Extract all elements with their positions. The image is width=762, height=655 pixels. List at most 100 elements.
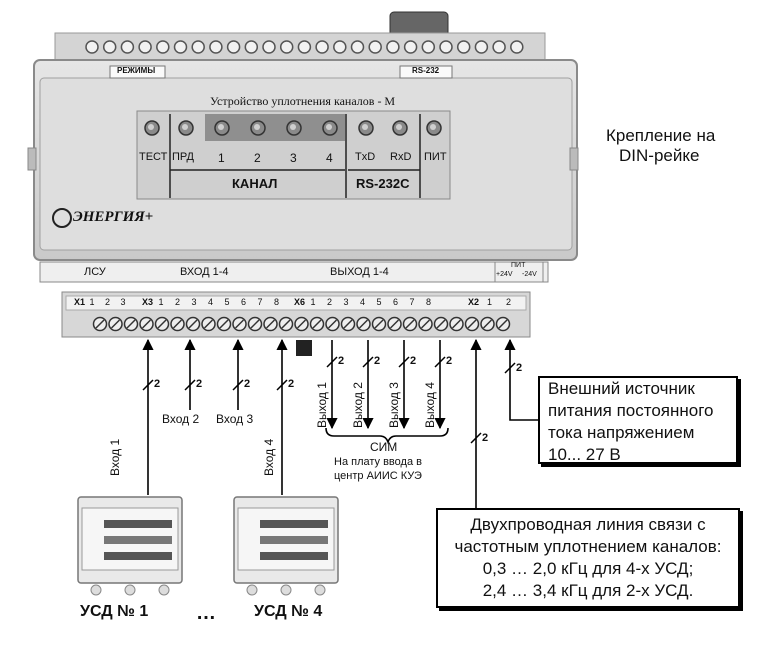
top-screw — [85, 40, 99, 54]
terminal-number: 4 — [208, 297, 214, 307]
screw-slot — [389, 319, 400, 329]
din-latch — [296, 340, 312, 356]
screw-slot — [482, 319, 493, 329]
top-screw — [386, 40, 400, 54]
top-screw — [138, 40, 152, 54]
sim-target-line-1: На плату ввода в — [334, 456, 422, 468]
sim-label: СИМ — [370, 440, 398, 454]
terminal-number: 1 — [487, 297, 493, 307]
screw-slot — [374, 319, 384, 329]
line-box-line-1: Двухпроводная линия связи с — [470, 515, 706, 534]
wire-tick — [362, 356, 374, 368]
line-box-line-4: 2,4 … 3,4 кГц для 2-х УСД. — [482, 581, 694, 600]
top-screw — [173, 40, 188, 54]
screw-slot — [281, 319, 291, 329]
wire-count-output-4: 2 — [446, 355, 453, 367]
screw-slot — [126, 319, 136, 329]
wire-count-output-2: 2 — [374, 355, 381, 367]
top-screw — [439, 40, 453, 54]
terminal-number: 3 — [191, 297, 197, 307]
screw-slot — [95, 319, 105, 329]
wire-tick — [434, 356, 446, 368]
terminal-number: 2 — [105, 297, 111, 307]
top-label-right-box — [399, 65, 453, 79]
wire-tick — [276, 379, 288, 391]
left-clip — [27, 147, 37, 171]
terminal-number: 3 — [343, 297, 349, 307]
usd-device-4 — [233, 496, 339, 596]
wire-count-input-2: 2 — [196, 378, 203, 390]
terminal-label-pit: ПИТ — [511, 262, 526, 269]
led-highlight — [182, 124, 188, 130]
terminal-number: X6 — [294, 297, 306, 307]
top-screw — [226, 40, 241, 54]
top-screw — [456, 40, 471, 54]
led-highlight — [290, 124, 296, 130]
screw-slot — [498, 319, 508, 329]
top-screw — [156, 40, 170, 54]
terminal-number: 8 — [426, 297, 432, 307]
mount-note-line-1: Крепление на — [606, 126, 716, 145]
wire-tick — [184, 379, 196, 391]
screw-slot — [188, 319, 198, 329]
led-label-txd: TxD — [355, 151, 376, 163]
screw-slot — [110, 319, 121, 329]
screw-slot — [451, 319, 462, 329]
screw-slot — [296, 319, 307, 329]
led-label-test: ТЕСТ — [139, 151, 168, 163]
screw-slot — [312, 319, 322, 329]
screw-slot — [141, 319, 152, 329]
terminal-number: 7 — [409, 297, 415, 307]
led-label-rxd: RxD — [390, 151, 412, 163]
mount-note-line-2: DIN-рейке — [619, 146, 700, 165]
wire-count-input-3: 2 — [244, 378, 251, 390]
power-box-line-1: Внешний источник — [548, 379, 695, 398]
output-label-3: Выход 3 — [387, 382, 401, 428]
wire-tick — [398, 356, 410, 368]
power-label-box — [494, 261, 544, 283]
screw-slot — [157, 319, 167, 329]
logo-text: ЭНЕРГИЯ+ — [73, 209, 154, 225]
screw-slot — [436, 319, 446, 329]
top-screw — [350, 40, 365, 54]
line-box-line-2: частотным уплотнением каналов: — [454, 537, 722, 556]
wire-count-line: 2 — [482, 432, 489, 444]
led-label-prd: ПРД — [172, 151, 194, 163]
input-label-2: Вход 2 — [162, 412, 200, 426]
line-box-line-3: 0,3 … 2,0 кГц для 4-х УСД; — [482, 559, 694, 578]
wire-count-output-1: 2 — [338, 355, 345, 367]
terminal-number-strip — [65, 295, 527, 311]
wire-count-power: 2 — [516, 362, 523, 374]
logo-mark — [52, 208, 72, 228]
screw-slot — [405, 319, 415, 329]
terminal-number: X1 — [74, 297, 86, 307]
usd-device-1 — [77, 496, 183, 596]
terminal-screws — [92, 316, 511, 332]
terminal-label-vhod: ВХОД 1-4 — [180, 266, 229, 278]
terminal-number: 2 — [175, 297, 181, 307]
power-box-line-3: тока напряжением — [548, 423, 695, 442]
screw-slot — [343, 319, 353, 329]
led-highlight — [326, 124, 332, 130]
top-label-left: РЕЖИМЫ — [117, 66, 156, 75]
top-screw — [333, 40, 347, 54]
terminal-number: 5 — [376, 297, 382, 307]
led-row — [144, 120, 442, 136]
power-box-line-2: питания постоянного — [548, 401, 714, 420]
terminal-label-vyhod: ВЫХОД 1-4 — [330, 266, 389, 278]
terminal-label-lsu: ЛСУ — [84, 266, 106, 278]
top-screw — [368, 40, 382, 54]
top-label-right: RS-232 — [412, 66, 440, 75]
terminal-number: X2 — [468, 297, 480, 307]
led-label-1: 1 — [218, 151, 225, 165]
usd-label-4: УСД № 4 — [254, 603, 323, 620]
screw-slot — [172, 319, 183, 329]
input-label-1: Вход 1 — [108, 438, 122, 476]
screw-slot — [265, 319, 276, 329]
led-label-2: 2 — [254, 151, 261, 165]
sim-target-line-2: центр АИИС КУЭ — [334, 470, 422, 482]
top-screw — [102, 40, 117, 54]
input-label-3: Вход 3 — [216, 412, 254, 426]
top-screw — [315, 40, 329, 54]
